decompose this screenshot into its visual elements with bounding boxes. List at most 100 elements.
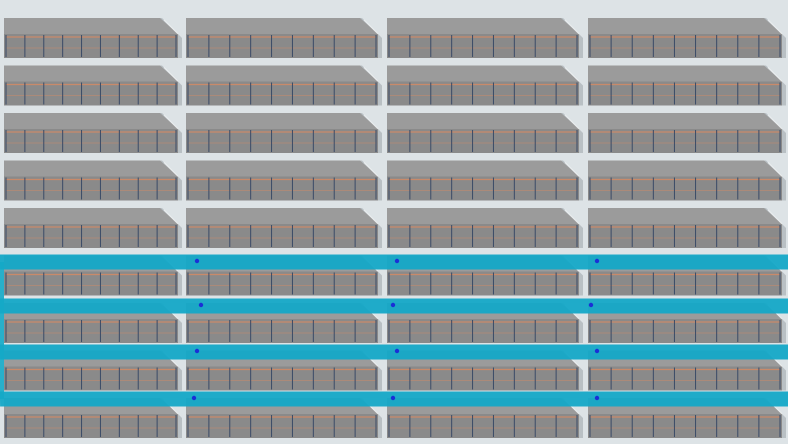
rack-unit — [186, 398, 382, 438]
rack-top — [186, 255, 378, 272]
rack-front — [387, 81, 579, 106]
rack-top — [186, 65, 378, 82]
rack-front — [4, 271, 178, 296]
rack-unit — [387, 398, 583, 438]
rack-front — [4, 366, 178, 391]
rack-unit — [186, 350, 382, 391]
rack-top — [4, 208, 178, 224]
rack-top — [186, 160, 378, 177]
rack-unit — [588, 303, 786, 343]
rack-front — [387, 129, 579, 153]
rack-edge — [163, 209, 179, 225]
rack-edge — [163, 114, 179, 130]
rack-unit — [387, 350, 583, 391]
rack-unit — [186, 65, 382, 106]
rack-top — [186, 303, 378, 319]
rack-front — [588, 271, 782, 296]
rack-unit — [186, 113, 382, 153]
rack-unit — [588, 255, 786, 296]
rack-top — [588, 350, 782, 367]
rack-top — [387, 65, 579, 82]
rack-front — [4, 129, 178, 153]
rack-unit — [4, 350, 182, 391]
rack-unit — [588, 18, 786, 58]
rack-top — [186, 113, 378, 129]
rack-front — [4, 319, 178, 343]
rack-unit — [186, 303, 382, 343]
rack-top — [588, 208, 782, 224]
rack-top — [588, 255, 782, 272]
rack-top — [186, 208, 378, 224]
rack-unit — [387, 255, 583, 296]
rack-top — [186, 350, 378, 367]
rack-front — [387, 319, 579, 343]
rack-top — [186, 398, 378, 414]
rack-top — [588, 18, 782, 34]
rack-unit — [4, 303, 182, 343]
rack-front — [186, 271, 378, 296]
rack-edge — [163, 19, 179, 35]
rack-top — [387, 255, 579, 272]
rack-front — [387, 34, 579, 58]
rack-top — [387, 208, 579, 224]
rack-top — [4, 303, 178, 319]
rack-unit — [387, 18, 583, 58]
rack-top — [4, 160, 178, 177]
rack-unit — [588, 160, 786, 201]
rack-front — [4, 414, 178, 438]
rack-edge — [363, 209, 379, 225]
rack-unit — [588, 208, 786, 248]
rack-edge — [363, 67, 379, 82]
rack-front — [387, 176, 579, 201]
rack-top — [4, 255, 178, 272]
rack-edge — [564, 114, 580, 130]
rack-edge — [767, 19, 783, 35]
rack-unit — [186, 208, 382, 248]
rack-top — [186, 18, 378, 34]
rack-edge — [363, 19, 379, 35]
rack-front — [588, 129, 782, 153]
rack-front — [588, 224, 782, 248]
rack-front — [186, 81, 378, 106]
rack-front — [186, 176, 378, 201]
rack-edge — [564, 162, 580, 177]
rack-front — [588, 319, 782, 343]
rack-front — [186, 129, 378, 153]
rack-unit — [387, 65, 583, 106]
rack-unit — [588, 65, 786, 106]
rack-unit — [387, 160, 583, 201]
rack-edge — [564, 19, 580, 35]
rack-unit — [588, 398, 786, 438]
rack-unit — [4, 208, 182, 248]
rack-unit — [4, 18, 182, 58]
rack-unit — [588, 350, 786, 391]
rack-top — [387, 303, 579, 319]
rack-top — [4, 350, 178, 367]
rack-unit — [186, 18, 382, 58]
rack-top — [387, 350, 579, 367]
rack-front — [4, 81, 178, 106]
rack-front — [588, 34, 782, 58]
rack-top — [4, 113, 178, 129]
rack-top — [4, 398, 178, 414]
rack-front — [387, 271, 579, 296]
rack-edge — [363, 114, 379, 130]
rack-top — [387, 160, 579, 177]
rack-front — [588, 366, 782, 391]
rack-top — [588, 113, 782, 129]
rack-top — [4, 18, 178, 34]
rack-unit — [4, 65, 182, 106]
rack-front — [588, 414, 782, 438]
rack-front — [186, 34, 378, 58]
rack-edge — [163, 67, 179, 82]
rack-top — [387, 18, 579, 34]
rack-top — [588, 398, 782, 414]
rack-edge — [767, 114, 783, 130]
rack-unit — [387, 113, 583, 153]
rack-top — [588, 65, 782, 82]
rack-unit — [4, 255, 182, 296]
rack-unit — [588, 113, 786, 153]
rack-front — [588, 176, 782, 201]
